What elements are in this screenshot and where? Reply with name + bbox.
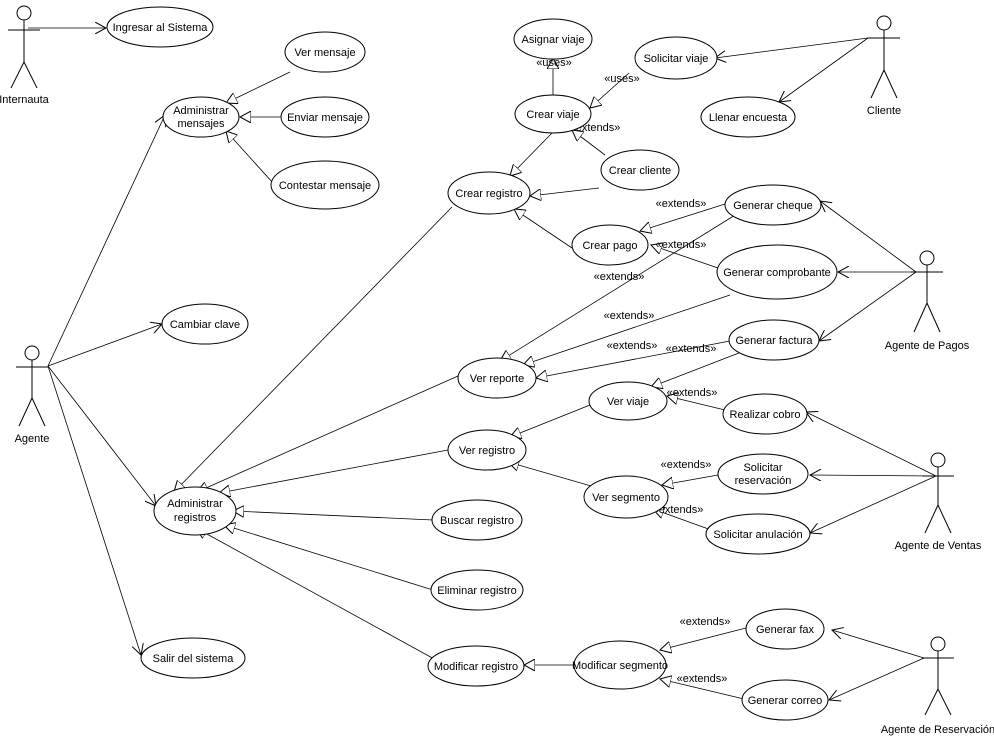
svg-text:Generar correo: Generar correo bbox=[748, 695, 823, 707]
actor-agente-de-ventas: Agente de Ventas bbox=[895, 452, 982, 552]
actor-agente-de-ventas-label: Agente de Ventas bbox=[895, 540, 982, 552]
use-case-eliminar-registro: Eliminar registro bbox=[430, 569, 524, 611]
use-case-realizar-cobro: Realizar cobro bbox=[722, 393, 808, 435]
use-case-salir-del-sistema: Salir del sistema bbox=[140, 637, 246, 679]
stereotype-extends: «extends» bbox=[594, 271, 645, 283]
use-case-asignar-viaje: Asignar viaje bbox=[513, 18, 593, 60]
relations bbox=[28, 28, 937, 700]
use-case-modificar-segmento: Modificar segmento bbox=[572, 640, 668, 690]
svg-text:Generar cheque: Generar cheque bbox=[733, 200, 813, 212]
svg-text:Buscar registro: Buscar registro bbox=[440, 515, 514, 527]
svg-text:Modificar segmento: Modificar segmento bbox=[572, 660, 668, 672]
svg-text:Generar factura: Generar factura bbox=[735, 335, 813, 347]
use-case-administrar-registros: Administrar registros bbox=[153, 486, 237, 536]
stereotype-uses: «uses» bbox=[604, 73, 639, 85]
svg-text:Cambiar clave: Cambiar clave bbox=[170, 319, 240, 331]
use-case-modificar-registro: Modificar registro bbox=[427, 645, 525, 687]
svg-text:Solicitar anulación: Solicitar anulación bbox=[713, 529, 802, 541]
actor-agente-label: Agente bbox=[15, 433, 50, 445]
svg-text:Ver segmento: Ver segmento bbox=[592, 492, 660, 504]
svg-text:mensajes: mensajes bbox=[177, 118, 225, 130]
use-case-administrar-mensajes: Administrar mensajes bbox=[162, 96, 240, 138]
actor-internauta-label: Internauta bbox=[0, 94, 50, 106]
use-case-generar-cheque: Generar cheque bbox=[724, 184, 822, 226]
use-case-ver-registro: Ver registro bbox=[447, 429, 527, 471]
actor-agente-de-pagos-label: Agente de Pagos bbox=[885, 340, 970, 352]
use-case-crear-registro: Crear registro bbox=[447, 171, 531, 215]
use-case-crear-viaje: Crear viaje bbox=[514, 94, 592, 134]
use-case-ver-mensaje: Ver mensaje bbox=[284, 31, 366, 73]
stereotype-labels: «uses» «uses» «extends» «extends» «exten… bbox=[536, 57, 730, 685]
svg-text:Eliminar registro: Eliminar registro bbox=[437, 585, 516, 597]
use-case-ver-viaje: Ver viaje bbox=[588, 381, 668, 421]
use-case-ver-segmento: Ver segmento bbox=[583, 475, 669, 519]
svg-text:Realizar cobro: Realizar cobro bbox=[730, 409, 801, 421]
use-case-llenar-encuesta: Llenar encuesta bbox=[700, 96, 796, 138]
svg-text:Solicitar: Solicitar bbox=[743, 462, 782, 474]
svg-text:Crear pago: Crear pago bbox=[582, 240, 637, 252]
use-case-buscar-registro: Buscar registro bbox=[431, 499, 523, 541]
use-case-solicitar-reservacion: Solicitar reservación bbox=[717, 453, 809, 495]
actor-internauta: Internauta bbox=[0, 5, 50, 106]
stereotype-uses: «uses» bbox=[536, 57, 571, 69]
use-case-contestar-mensaje: Contestar mensaje bbox=[270, 160, 380, 210]
svg-text:Modificar registro: Modificar registro bbox=[434, 661, 518, 673]
use-case-cambiar-clave: Cambiar clave bbox=[161, 303, 249, 345]
stereotype-extends: «extends» bbox=[653, 504, 704, 516]
svg-text:Ver reporte: Ver reporte bbox=[470, 373, 524, 385]
svg-text:Administrar: Administrar bbox=[173, 105, 229, 117]
use-case-crear-pago: Crear pago bbox=[571, 224, 649, 266]
use-case-ingresar-al-sistema: Ingresar al Sistema bbox=[106, 6, 214, 48]
svg-text:Ver registro: Ver registro bbox=[459, 445, 515, 457]
use-case-generar-fax: Generar fax bbox=[745, 608, 825, 650]
use-case-crear-cliente: Crear cliente bbox=[600, 149, 680, 191]
use-case-ver-reporte: Ver reporte bbox=[457, 357, 537, 399]
stereotype-extends: «extends» bbox=[607, 340, 658, 352]
svg-text:Asignar viaje: Asignar viaje bbox=[522, 34, 585, 46]
use-case-enviar-mensaje: Enviar mensaje bbox=[280, 96, 370, 138]
svg-text:Llenar encuesta: Llenar encuesta bbox=[709, 112, 788, 124]
stereotype-extends: «extends» bbox=[666, 343, 717, 355]
svg-text:reservación: reservación bbox=[735, 475, 792, 487]
use-case-solicitar-viaje: Solicitar viaje bbox=[634, 36, 718, 80]
svg-text:Enviar mensaje: Enviar mensaje bbox=[287, 112, 363, 124]
actor-agente-de-reservacion-label: Agente de Reservación bbox=[881, 724, 994, 736]
use-case-generar-comprobante: Generar comprobante bbox=[716, 244, 838, 300]
svg-text:Generar fax: Generar fax bbox=[756, 624, 815, 636]
svg-text:Administrar: Administrar bbox=[167, 498, 223, 510]
stereotype-extends: «extends» bbox=[656, 198, 707, 210]
stereotype-extends: «extends» bbox=[661, 459, 712, 471]
svg-text:Solicitar viaje: Solicitar viaje bbox=[644, 53, 709, 65]
actor-agente-de-pagos: Agente de Pagos bbox=[885, 250, 970, 352]
stereotype-extends: «extends» bbox=[667, 387, 718, 399]
svg-text:Salir del sistema: Salir del sistema bbox=[153, 653, 235, 665]
stereotype-extends: «extends» bbox=[604, 310, 655, 322]
use-case-solicitar-anulacion: Solicitar anulación bbox=[705, 513, 811, 555]
actor-agente: Agente bbox=[15, 345, 50, 445]
svg-text:Crear registro: Crear registro bbox=[455, 188, 522, 200]
use-case-generar-factura: Generar factura bbox=[728, 319, 820, 361]
stereotype-extends: «extends» bbox=[680, 616, 731, 628]
svg-text:Crear cliente: Crear cliente bbox=[609, 165, 671, 177]
svg-text:Ingresar al Sistema: Ingresar al Sistema bbox=[113, 22, 209, 34]
svg-text:Generar comprobante: Generar comprobante bbox=[723, 267, 831, 279]
svg-text:Contestar mensaje: Contestar mensaje bbox=[279, 180, 371, 192]
svg-text:Ver viaje: Ver viaje bbox=[607, 396, 649, 408]
stereotype-extends: «extends» bbox=[656, 239, 707, 251]
svg-text:Ver mensaje: Ver mensaje bbox=[294, 47, 355, 59]
svg-text:registros: registros bbox=[174, 512, 217, 524]
actor-cliente: Cliente bbox=[867, 15, 901, 117]
use-cases: Ingresar al Sistema Administrar mensajes… bbox=[106, 6, 838, 721]
actor-agente-de-reservacion: Agente de Reservación bbox=[881, 636, 994, 736]
actor-cliente-label: Cliente bbox=[867, 105, 901, 117]
stereotype-extends: «extends» bbox=[677, 673, 728, 685]
svg-text:Crear viaje: Crear viaje bbox=[526, 109, 579, 121]
use-case-generar-correo: Generar correo bbox=[741, 679, 829, 721]
